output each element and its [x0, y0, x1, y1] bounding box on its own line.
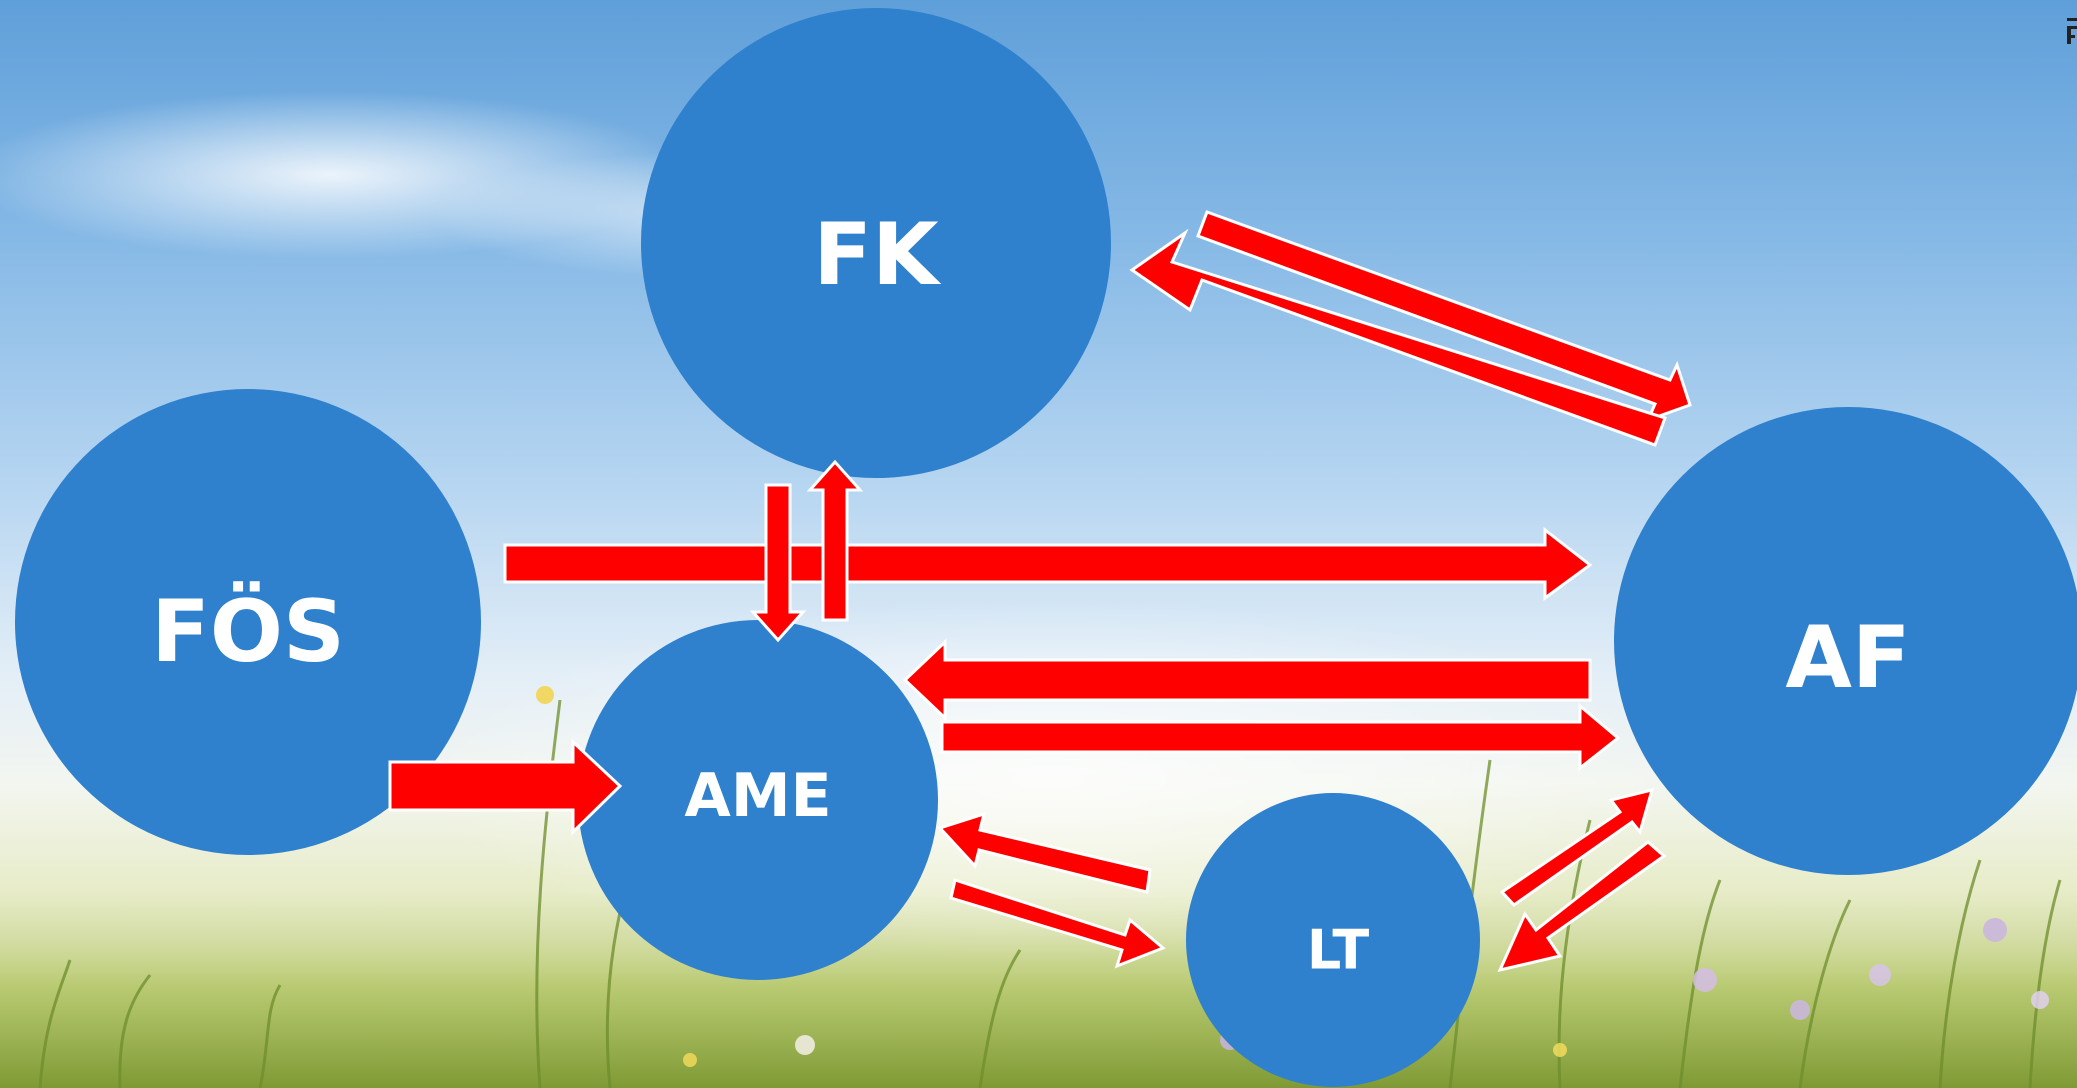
node-ame-label: AME: [684, 761, 831, 831]
arrow-fk-to-af: [1196, 210, 1692, 423]
node-lt: LT: [1186, 793, 1480, 1087]
node-lt-circle: [1186, 793, 1480, 1087]
arrow-lt-to-af: [1499, 787, 1655, 907]
arrow-ame-to-lt: [949, 878, 1166, 969]
node-ame-circle: [578, 620, 938, 980]
node-lt-label: LT: [1307, 919, 1369, 982]
node-fk-label: FK: [813, 205, 942, 305]
arrow-fos-to-af: [503, 526, 1593, 601]
arrow-fos-to-ame: [388, 738, 623, 836]
arrow-af-to-lt: [1497, 840, 1667, 973]
arrow-ame-to-af: [940, 702, 1621, 772]
arrow-fk-to-ame: [749, 483, 807, 643]
node-af-circle: [1614, 407, 2077, 875]
node-fk: FK: [641, 8, 1111, 478]
node-fk-circle: [641, 8, 1111, 478]
node-fos: FÖS: [15, 389, 481, 855]
arrow-af-to-fk: [1129, 228, 1667, 447]
node-ame: AME: [578, 620, 938, 980]
node-fos-label: FÖS: [151, 581, 345, 682]
node-fos-circle: [15, 389, 481, 855]
arrow-lt-to-ame: [937, 811, 1152, 894]
arrow-af-to-ame: [902, 638, 1592, 722]
node-af: AF: [1614, 407, 2077, 875]
node-af-label: AF: [1785, 608, 1910, 708]
corner-glyph-fragment: [2067, 18, 2077, 44]
arrow-ame-to-fk: [806, 459, 864, 622]
